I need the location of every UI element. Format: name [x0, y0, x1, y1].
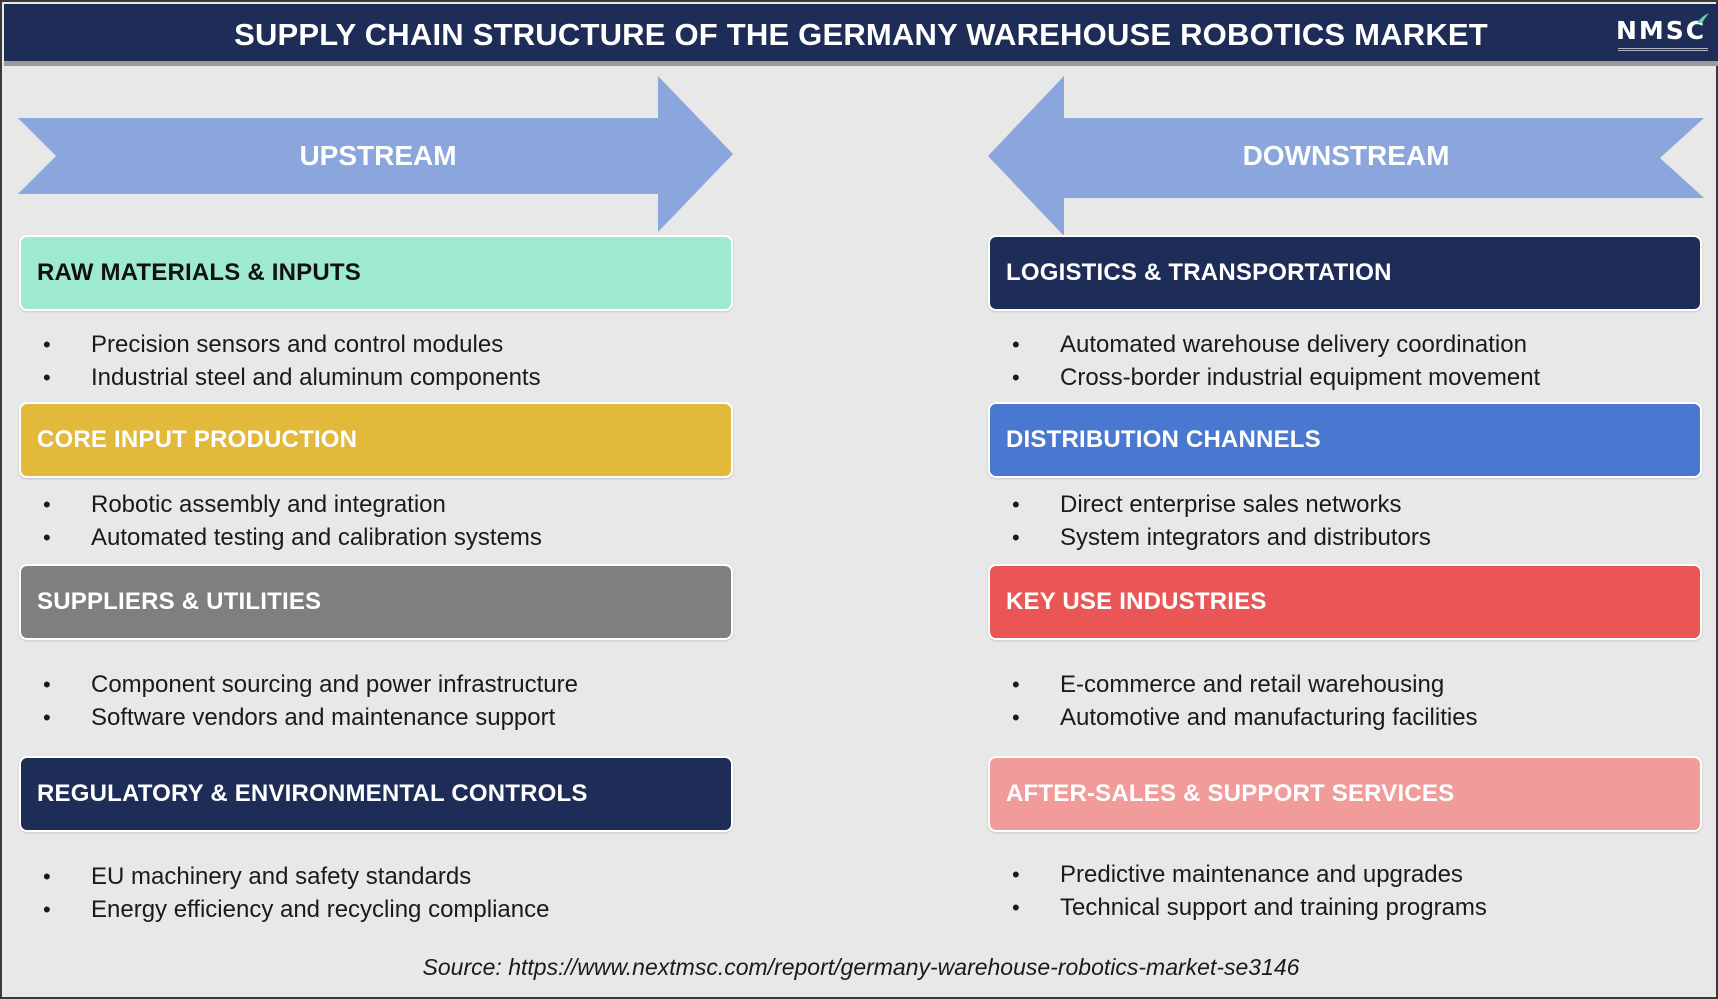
downstream-arrow-shape: [988, 76, 1704, 236]
brand-logo: NMSC: [1616, 13, 1709, 58]
list-item-text: Precision sensors and control modules: [91, 331, 504, 358]
core-input-list: • Robotic assembly and integration • Autom…: [23, 488, 542, 554]
list-item-text: Automated warehouse delivery coordinatio…: [1060, 331, 1527, 358]
logo-tagline-lines: [1618, 48, 1708, 51]
list-item-text: Automated testing and calibration system…: [91, 524, 542, 551]
list-item-text: System integrators and distributors: [1060, 524, 1431, 551]
list-item: • Robotic assembly and integration: [23, 488, 542, 521]
section-key-use-industries: KEY USE INDUSTRIES: [988, 564, 1702, 640]
bullet-icon: •: [43, 492, 51, 517]
bullet-icon: •: [1012, 895, 1020, 920]
list-item-text: EU machinery and safety standards: [91, 863, 472, 890]
page-title: SUPPLY CHAIN STRUCTURE OF THE GERMANY WA…: [234, 17, 1488, 52]
list-item-text: Industrial steel and aluminum components: [91, 364, 541, 391]
section-core-input-production: CORE INPUT PRODUCTION: [19, 402, 733, 478]
section-logistics-transportation: LOGISTICS & TRANSPORTATION: [988, 235, 1702, 311]
list-item: • Energy efficiency and recycling complia…: [23, 893, 549, 926]
list-item: • Component sourcing and power infrastruc…: [23, 668, 578, 701]
list-item: • Software vendors and maintenance suppor…: [23, 701, 578, 734]
list-item-text: Cross-border industrial equipment moveme…: [1060, 364, 1541, 391]
list-item-text: Automotive and manufacturing facilities: [1060, 704, 1478, 731]
list-item: • E-commerce and retail warehousing: [992, 668, 1478, 701]
section-raw-materials: RAW MATERIALS & INPUTS: [19, 235, 733, 311]
section-regulatory-controls: REGULATORY & ENVIRONMENTAL CONTROLS: [19, 756, 733, 832]
list-item: • Automotive and manufacturing facilities: [992, 701, 1478, 734]
after-sales-list: • Predictive maintenance and upgrades • Te…: [992, 858, 1487, 924]
bullet-icon: •: [43, 897, 51, 922]
bullet-icon: •: [43, 864, 51, 889]
upstream-arrow: [18, 76, 733, 232]
list-item-text: Robotic assembly and integration: [91, 491, 446, 518]
downstream-label: DOWNSTREAM: [1242, 140, 1450, 171]
bullet-icon: •: [1012, 672, 1020, 697]
upstream-label: UPSTREAM: [299, 140, 457, 171]
title-bar: SUPPLY CHAIN STRUCTURE OF THE GERMANY WA…: [4, 4, 1718, 66]
bullet-icon: •: [43, 332, 51, 357]
bullet-icon: •: [1012, 705, 1020, 730]
bullet-icon: •: [43, 525, 51, 550]
bullet-icon: •: [43, 672, 51, 697]
list-item: • Predictive maintenance and upgrades: [992, 858, 1487, 891]
bullet-icon: •: [1012, 365, 1020, 390]
list-item: • Precision sensors and control modules: [23, 328, 541, 361]
swoosh-logo-icon: [1697, 13, 1709, 23]
list-item-text: Component sourcing and power infrastruct…: [91, 671, 578, 698]
section-distribution-channels: DISTRIBUTION CHANNELS: [988, 402, 1702, 478]
regulatory-list: • EU machinery and safety standards • Ener…: [23, 860, 549, 926]
suppliers-list: • Component sourcing and power infrastruc…: [23, 668, 578, 734]
list-item-text: E-commerce and retail warehousing: [1060, 671, 1445, 698]
list-item: • EU machinery and safety standards: [23, 860, 549, 893]
logistics-list: • Automated warehouse delivery coordinati…: [992, 328, 1540, 394]
downstream-arrow: [988, 76, 1704, 236]
list-item: • Cross-border industrial equipment movem…: [992, 361, 1540, 394]
bullet-icon: •: [43, 365, 51, 390]
list-item-text: Technical support and training programs: [1060, 894, 1487, 921]
section-after-sales-support: AFTER-SALES & SUPPORT SERVICES: [988, 756, 1702, 832]
raw-materials-list: • Precision sensors and control modules •…: [23, 328, 541, 394]
list-item-text: Software vendors and maintenance support: [91, 704, 556, 731]
bullet-icon: •: [43, 705, 51, 730]
bullet-icon: •: [1012, 492, 1020, 517]
bullet-icon: •: [1012, 862, 1020, 887]
industries-list: • E-commerce and retail warehousing • Auto…: [992, 668, 1478, 734]
list-item: • Direct enterprise sales networks: [992, 488, 1431, 521]
bullet-icon: •: [1012, 332, 1020, 357]
list-item: • Automated testing and calibration syste…: [23, 521, 542, 554]
list-item: • Automated warehouse delivery coordinati…: [992, 328, 1540, 361]
logo-text: NMSC: [1616, 16, 1707, 45]
list-item: • Technical support and training programs: [992, 891, 1487, 924]
section-suppliers-utilities: SUPPLIERS & UTILITIES: [19, 564, 733, 640]
list-item: • Industrial steel and aluminum component…: [23, 361, 541, 394]
bullet-icon: •: [1012, 525, 1020, 550]
list-item-text: Direct enterprise sales networks: [1060, 491, 1402, 518]
list-item-text: Predictive maintenance and upgrades: [1060, 861, 1463, 888]
upstream-arrow-shape: [18, 76, 733, 232]
list-item: • System integrators and distributors: [992, 521, 1431, 554]
list-item-text: Energy efficiency and recycling complian…: [91, 896, 550, 923]
source-citation: Source: https://www.nextmsc.com/report/g…: [422, 954, 1300, 980]
distribution-list: • Direct enterprise sales networks • Syste…: [992, 488, 1431, 554]
